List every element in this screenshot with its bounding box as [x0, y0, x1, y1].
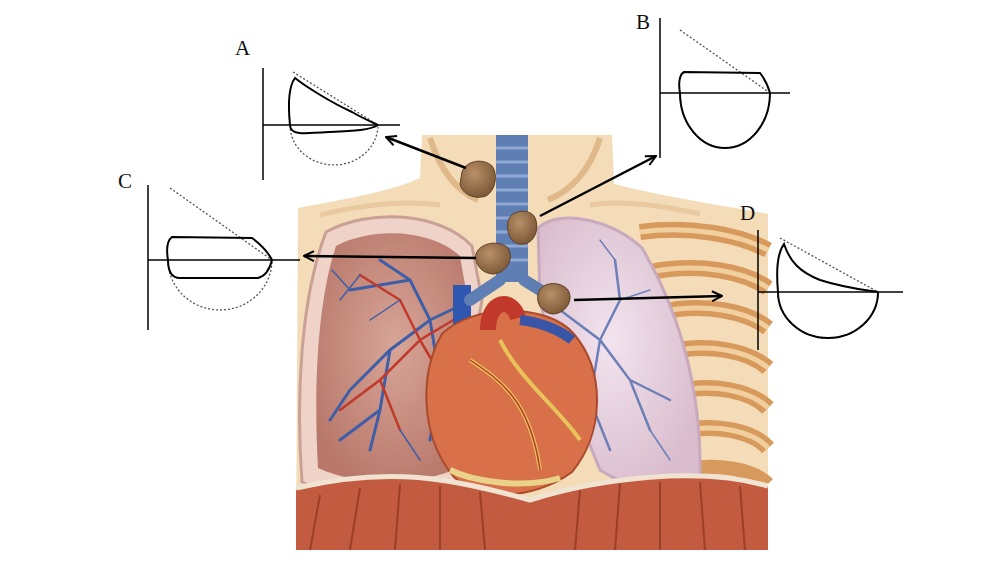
flow-volume-loop — [263, 68, 400, 180]
flow-volume-loop — [758, 230, 903, 350]
panel-letter: D — [740, 203, 755, 224]
diaphragm — [296, 476, 768, 550]
flow-volume-loop — [148, 185, 300, 330]
leader-arrow — [304, 137, 722, 300]
torso — [296, 135, 768, 550]
panel-letter: A — [235, 38, 250, 59]
heart — [426, 285, 597, 495]
flow-volume-loop — [660, 18, 790, 158]
tumour — [460, 161, 570, 314]
panel-letter: C — [118, 171, 132, 192]
trachea — [470, 135, 556, 300]
panel-letter: B — [636, 12, 650, 33]
